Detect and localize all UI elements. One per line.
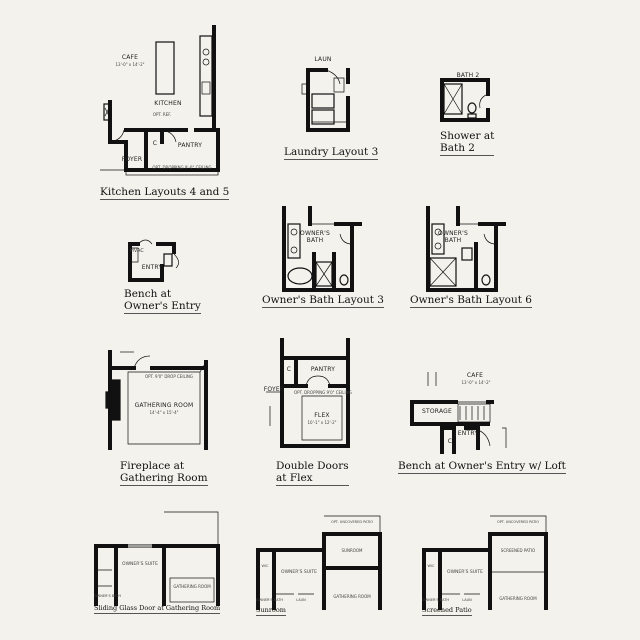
- sunroom-wic-label: WIC: [261, 564, 269, 568]
- kitchen-caption: Kitchen Layouts 4 and 5: [100, 186, 230, 200]
- owners-bath3-caption: Owner's Bath Layout 3: [262, 294, 384, 308]
- laundry-plan: LAUN: [298, 52, 358, 132]
- flex-closet-label: C: [286, 366, 292, 373]
- screened-wic-label: WIC: [427, 564, 435, 568]
- sunroom-plan: OPT. UNCOVERED PATIO SUNROOM OWNER'S SUI…: [254, 514, 382, 610]
- opt-ref-label: OPT. REF.: [152, 112, 172, 117]
- screened-bath-label: OWNER'S BATH: [422, 598, 450, 602]
- sliding-gathering-label: GATHERING ROOM: [173, 584, 211, 589]
- sliding-plan: OWNER'S SUITE OWNER'S BATH GATHERING ROO…: [92, 510, 220, 606]
- storage-label: STORAGE: [422, 408, 452, 415]
- bench-owner-walls: [128, 239, 179, 282]
- shower-plan: BATH 2: [436, 70, 496, 128]
- owners-bath6-caption: Owner's Bath Layout 6: [410, 294, 532, 308]
- flex-opt-ceiling: OPT. DROPPING 9'0" CEILING: [294, 390, 352, 395]
- kitchen-layouts-plan: CAFE 13'-0" x 14'-2" KITCHEN OPT. REF. C…: [96, 22, 221, 182]
- sunroom-caption: Sunroom: [256, 606, 286, 616]
- cafe-label: CAFE: [121, 54, 139, 61]
- flex-foyer-label: FOYER: [263, 386, 285, 393]
- sunroom-label: SUNROOM: [341, 548, 363, 553]
- laundry-caption: Laundry Layout 3: [284, 146, 379, 160]
- laun-label: LAUN: [314, 56, 332, 63]
- laundry-walls: [301, 68, 350, 132]
- owners-bath3-walls: [282, 206, 362, 292]
- sliding-caption: Sliding Glass Door at Gathering Room: [94, 604, 221, 614]
- flex-dimension: 10'-1" x 12'-2": [307, 420, 337, 425]
- pantry-label: PANTRY: [177, 142, 203, 149]
- sunroom-walls: [256, 515, 382, 610]
- bench-owner-plan: HVAC ENTRY: [124, 232, 184, 284]
- bench-loft-walls: [410, 372, 507, 454]
- owners-bath6-walls: [426, 206, 506, 292]
- kitchen-walls: [100, 25, 220, 176]
- loft-closet-label: C: [447, 438, 453, 445]
- sunroom-gathering-label: GATHERING ROOM: [333, 594, 371, 599]
- loft-cafe-label: CAFE: [466, 372, 484, 379]
- flex-label: FLEX: [314, 412, 330, 419]
- cafe-dimension: 13'-0" x 14'-2": [115, 62, 145, 67]
- double-doors-plan: PANTRY C FOYER OPT. DROPPING 9'0" CEILIN…: [262, 336, 354, 458]
- double-doors-walls: [266, 338, 350, 448]
- sunroom-bath-label: OWNER'S BATH: [256, 598, 284, 602]
- owners-bath6-label-line2: BATH: [444, 237, 462, 244]
- owners-bath3-plan: OWNER'S BATH: [280, 204, 364, 294]
- fireplace-plan: OPT. 9'0" DROP CEILING GATHERING ROOM 14…: [104, 348, 214, 456]
- gathering-room-label: GATHERING ROOM: [134, 402, 194, 409]
- sliding-bath-label: OWNER'S BATH: [94, 594, 122, 598]
- fireplace-opt-ceiling: OPT. 9'0" DROP CEILING: [144, 374, 194, 379]
- double-doors-caption: Double Doors at Flex: [276, 460, 349, 486]
- kitchen-closet-label: C: [152, 140, 158, 147]
- owners-bath3-label-line2: BATH: [306, 237, 324, 244]
- loft-entry-label: ENTRY: [457, 430, 479, 437]
- screened-suite-label: OWNER'S SUITE: [447, 570, 483, 575]
- owners-bath6-label-line1: OWNER'S: [438, 230, 468, 237]
- bench-loft-plan: CAFE 13'-0" x 14'-2" STORAGE ENTRY C: [406, 368, 507, 456]
- double-doors-caption-line1: Double Doors: [276, 460, 349, 472]
- bench-owner-caption-line2: Owner's Entry: [124, 300, 201, 312]
- bench-loft-caption: Bench at Owner's Entry w/ Loft: [398, 460, 566, 474]
- screened-patio-opt-label: OPT. UNCOVERED PATIO: [496, 520, 540, 524]
- bench-owner-caption-line1: Bench at: [124, 288, 172, 300]
- owners-bath3-label-line1: OWNER'S: [300, 230, 330, 237]
- screened-gathering-label: GATHERING ROOM: [499, 596, 537, 601]
- fireplace-caption-line2: Gathering Room: [120, 472, 208, 484]
- kitchen-opt-ceiling: OPT. DROPPING 9'-0" CEILING: [152, 165, 212, 170]
- foyer-label: FOYER: [121, 156, 143, 163]
- fireplace-caption-line1: Fireplace at: [120, 460, 185, 472]
- shower-caption-line2: Bath 2: [440, 142, 475, 154]
- sunroom-suite-label: OWNER'S SUITE: [281, 570, 317, 575]
- screened-plan: OPT. UNCOVERED PATIO SCREENED PATIO OWNE…: [420, 514, 548, 610]
- sunroom-patio-label: OPT. UNCOVERED PATIO: [330, 520, 374, 524]
- screened-walls: [422, 515, 548, 610]
- screened-laun-label: LAUN: [462, 598, 472, 602]
- fireplace-walls: [105, 350, 208, 450]
- screened-patio-label: SCREENED PATIO: [500, 548, 536, 553]
- screened-caption: Screened Patio: [422, 606, 472, 616]
- bath2-label: BATH 2: [456, 72, 480, 79]
- flex-pantry-label: PANTRY: [310, 366, 336, 373]
- sliding-walls: [94, 511, 220, 606]
- shower-walls: [440, 78, 490, 122]
- shower-caption: Shower at Bath 2: [440, 130, 495, 156]
- double-doors-caption-line2: at Flex: [276, 472, 313, 484]
- bench-entry-label: ENTRY: [141, 264, 163, 271]
- sliding-suite-label: OWNER'S SUITE: [122, 562, 158, 567]
- hvac-label: HVAC: [130, 248, 144, 254]
- sunroom-laun-label: LAUN: [296, 598, 306, 602]
- owners-bath6-plan: OWNER'S BATH: [424, 204, 508, 294]
- bench-owner-caption: Bench at Owner's Entry: [124, 288, 201, 314]
- loft-cafe-dimension: 13'-0" x 14'-2": [461, 380, 491, 385]
- gathering-room-dimension: 14'-4" x 15'-4": [149, 410, 179, 415]
- fireplace-caption: Fireplace at Gathering Room: [120, 460, 208, 486]
- shower-caption-line1: Shower at: [440, 130, 495, 142]
- kitchen-label: KITCHEN: [154, 100, 182, 107]
